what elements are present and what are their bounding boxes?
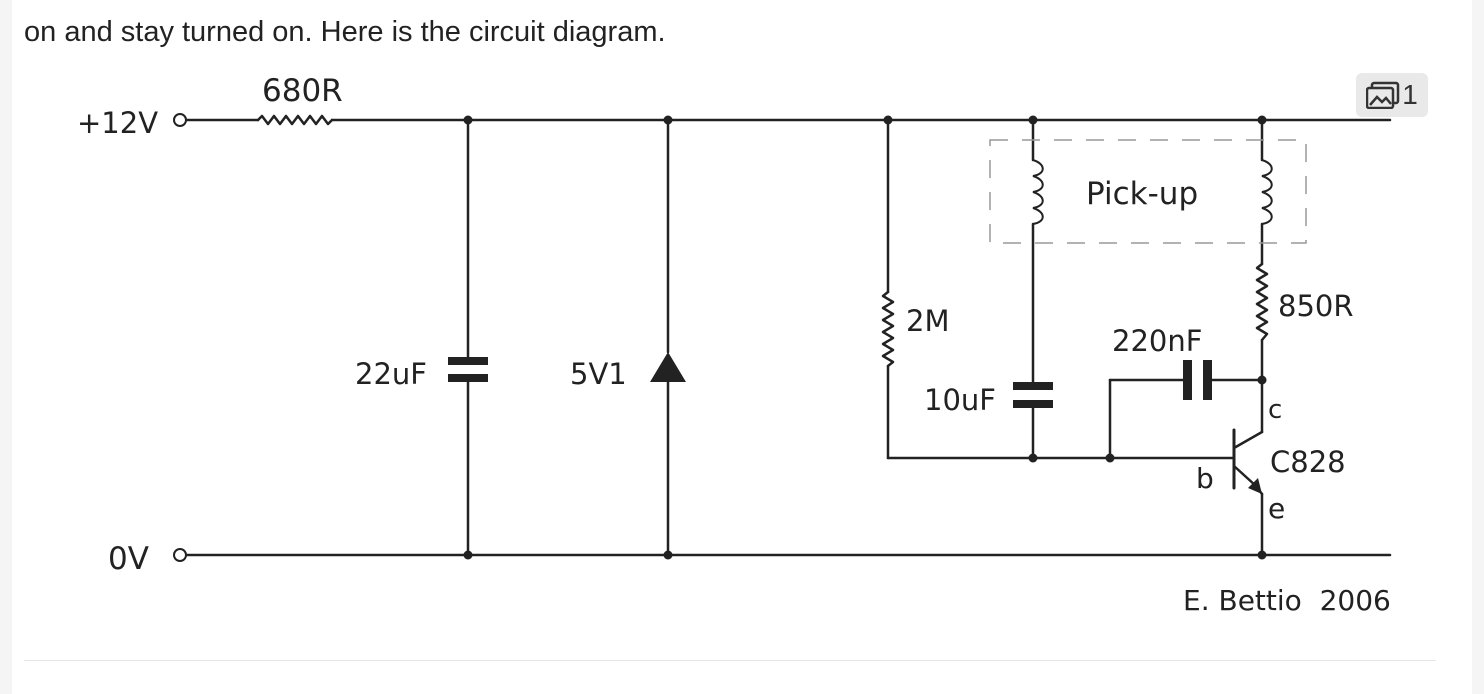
junction-dot (1257, 550, 1267, 560)
label-plus12v: +12V (77, 106, 158, 140)
terminal-plus12v (173, 113, 187, 127)
junction-dot (663, 115, 673, 125)
resistor-850r (1255, 262, 1269, 342)
label-680r: 680R (262, 73, 343, 109)
label-850r: 850R (1278, 289, 1354, 323)
lightbox-button[interactable]: 1 (1356, 73, 1428, 117)
zener-diode (650, 352, 686, 382)
junction-dot (1028, 453, 1038, 463)
label-220nf: 220nF (1112, 324, 1202, 358)
junction-dot (463, 550, 473, 560)
junction-dot (1105, 453, 1115, 463)
resistor-680r (256, 114, 334, 126)
junction-dot (1028, 115, 1038, 125)
label-emitter: e (1268, 492, 1285, 525)
junction-dot (1257, 375, 1267, 385)
resistor-2m (881, 290, 895, 368)
pickup-box (989, 139, 1307, 244)
label-pickup: Pick-up (1086, 176, 1198, 212)
junction-dot (463, 115, 473, 125)
label-credit: E. Bettio 2006 (1183, 584, 1391, 617)
label-base: b (1196, 462, 1214, 495)
emitter-arrow (1248, 478, 1262, 494)
capacitor-22uf (448, 357, 488, 365)
capacitor-220nf (1183, 360, 1192, 400)
label-collector: c (1268, 395, 1282, 425)
pickup-coil-right (1261, 159, 1273, 225)
pickup-coil-left (1032, 159, 1044, 225)
label-5v1: 5V1 (570, 357, 627, 391)
post-card (12, 0, 1472, 694)
junction-dot (883, 115, 893, 125)
post-text: on and stay turned on. Here is the circu… (24, 16, 666, 48)
post-divider (24, 660, 1436, 661)
capacitor-10uf (1013, 382, 1053, 390)
image-gallery-icon (1366, 81, 1400, 109)
junction-dot (1257, 115, 1267, 125)
junction-dot (663, 550, 673, 560)
label-10uf: 10uF (924, 383, 996, 417)
label-22uf: 22uF (355, 357, 427, 391)
label-c828: C828 (1270, 445, 1346, 479)
label-0v: 0V (108, 541, 149, 577)
label-2m: 2M (906, 304, 949, 338)
terminal-0v (173, 548, 187, 562)
image-count: 1 (1402, 79, 1418, 110)
